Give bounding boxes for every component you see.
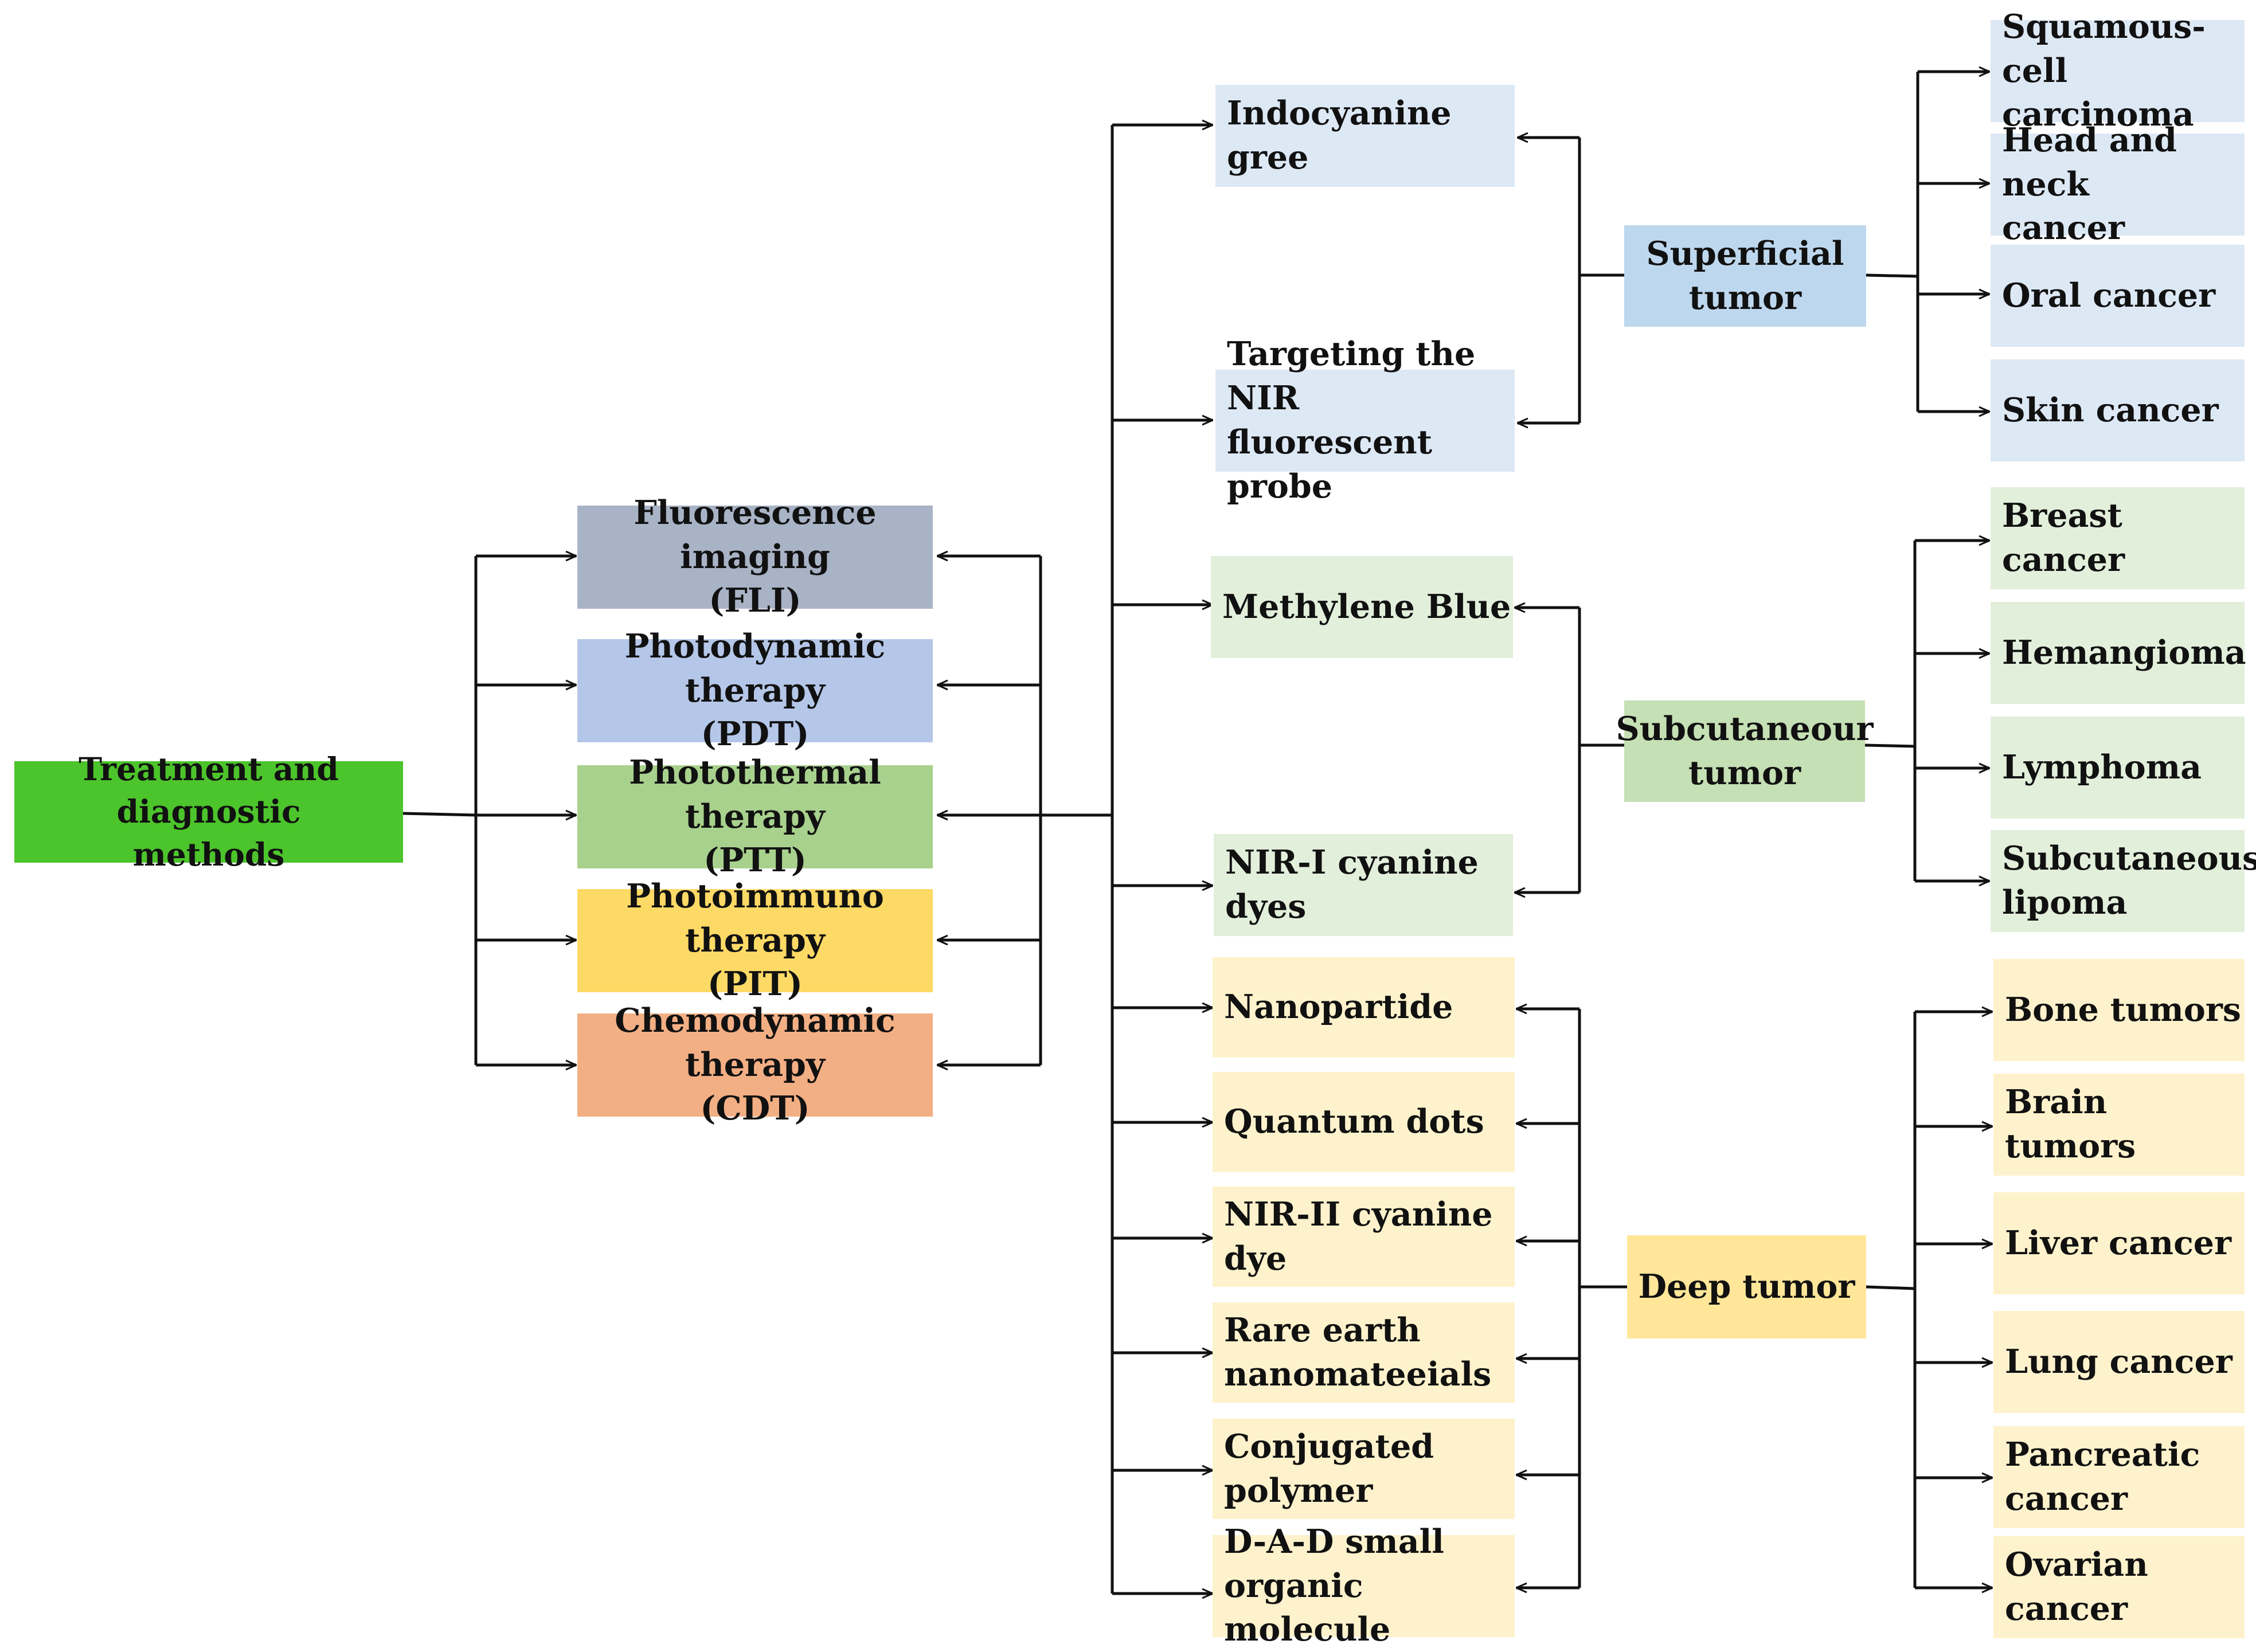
cancer-label: Bone tumors — [2005, 990, 2241, 1029]
method-label: Photothermal therapy (PTT) — [629, 753, 881, 880]
cancer-label: Skin cancer — [2002, 390, 2219, 429]
cancer-liver: Liver cancer — [1993, 1192, 2245, 1294]
method-label: Photoimmuno therapy (PIT) — [626, 876, 884, 1004]
agent-indocyanine-green: Indocyanine gree — [1215, 85, 1515, 187]
agent-nanoparticle: Nanopartide — [1213, 957, 1515, 1058]
deep-out-link — [1866, 1285, 1915, 1290]
cancer-subcutaneous-lipoma: Subcutaneous lipoma — [1991, 830, 2256, 932]
cancer-brain-tumors: Brain tumors — [1993, 1074, 2245, 1176]
method-pdt: Photodynamic therapy (PDT) — [577, 627, 933, 753]
agent-conjugated-polymer: Conjugated polymer — [1213, 1419, 1515, 1519]
cancer-bone-tumors: Bone tumors — [1993, 959, 2245, 1061]
agent-label: D-A-D small organic molecule — [1224, 1522, 1444, 1649]
cancer-pancreatic: Pancreatic cancer — [1993, 1426, 2245, 1528]
cancer-lymphoma: Lymphoma — [1991, 717, 2245, 819]
method-ptt: Photothermal therapy (PTT) — [577, 753, 933, 879]
cancer-label: Pancreatic cancer — [2005, 1435, 2200, 1518]
cancer-ovarian: Ovarian cancer — [1993, 1536, 2245, 1638]
cancer-skin: Skin cancer — [1991, 359, 2245, 461]
cancer-label: Ovarian cancer — [2005, 1545, 2148, 1628]
cancer-label: Oral cancer — [2002, 276, 2216, 315]
tumor-type-superficial: Superficial tumor — [1624, 225, 1866, 327]
cancer-head-and-neck: Head and neck cancer — [1991, 121, 2245, 247]
cancer-breast: Breast cancer — [1991, 487, 2245, 589]
cancer-label: Hemangioma — [2002, 633, 2246, 672]
cancer-label: Liver cancer — [2005, 1223, 2232, 1262]
agent-rare-earth: Rare earth nanomateeials — [1213, 1302, 1515, 1403]
agent-label: Targeting the NIR fluorescent probe — [1227, 335, 1476, 506]
cancer-hemangioma: Hemangioma — [1991, 602, 2246, 704]
agent-quantum-dots: Quantum dots — [1213, 1072, 1515, 1172]
cancer-label: Lymphoma — [2002, 747, 2202, 786]
cancer-label: Subcutaneous lipoma — [2002, 839, 2256, 922]
agent-label: Indocyanine gree — [1227, 94, 1452, 177]
cancer-squamous-cell-carcinoma: Squamous-cell carcinoma — [1991, 7, 2245, 134]
tumor-type-label: Deep tumor — [1638, 1267, 1855, 1306]
agent-nir-i-cyanine-dyes: NIR-I cyanine dyes — [1214, 834, 1513, 936]
cancer-label: Brain tumors — [2005, 1083, 2136, 1165]
root-label: Treatment and diagnostic methods — [79, 750, 339, 873]
method-pit: Photoimmuno therapy (PIT) — [577, 877, 933, 1003]
agent-label: Rare earth nanomateeials — [1224, 1310, 1492, 1393]
cancer-lung: Lung cancer — [1993, 1311, 2245, 1413]
subcutaneous-out-link — [1864, 743, 1915, 748]
root-connector — [402, 812, 476, 817]
cancer-label: Squamous-cell carcinoma — [2002, 7, 2206, 134]
agent-label: Methylene Blue — [1222, 587, 1511, 626]
superficial-out-link — [1866, 273, 1918, 278]
tumor-type-label: Subcutaneour tumor — [1616, 709, 1874, 792]
tumor-type-label: Superficial tumor — [1646, 234, 1844, 317]
agent-nir-ii-cyanine-dye: NIR-II cyanine dye — [1213, 1187, 1515, 1287]
agent-label: Nanopartide — [1224, 988, 1453, 1027]
agent-label: Conjugated polymer — [1224, 1427, 1434, 1510]
agent-dad-small-molecule: D-A-D small organic molecule — [1213, 1522, 1515, 1649]
method-label: Photodynamic therapy (PDT) — [624, 627, 886, 754]
agent-label: NIR-I cyanine dyes — [1225, 843, 1479, 926]
agent-label: NIR-II cyanine dye — [1224, 1195, 1493, 1278]
tumor-type-deep: Deep tumor — [1627, 1235, 1866, 1338]
method-fli: Fluorescence imaging (FLI) — [577, 494, 933, 620]
agent-methylene-blue: Methylene Blue — [1211, 556, 1513, 658]
cancer-oral: Oral cancer — [1991, 245, 2245, 347]
tumor-type-subcutaneous: Subcutaneour tumor — [1616, 700, 1874, 802]
method-label: Fluorescence imaging (FLI) — [634, 493, 877, 620]
agent-targeting-nir-probe: Targeting the NIR fluorescent probe — [1215, 335, 1515, 506]
root-node: Treatment and diagnostic methods — [14, 750, 403, 873]
agent-label: Quantum dots — [1224, 1102, 1484, 1141]
cancer-label: Head and neck cancer — [2002, 120, 2177, 248]
cancer-label: Breast cancer — [2002, 496, 2125, 579]
cancer-label: Lung cancer — [2005, 1342, 2232, 1381]
method-cdt: Chemodynamic therapy (CDT) — [577, 1001, 933, 1128]
method-label: Chemodynamic therapy (CDT) — [615, 1001, 896, 1128]
